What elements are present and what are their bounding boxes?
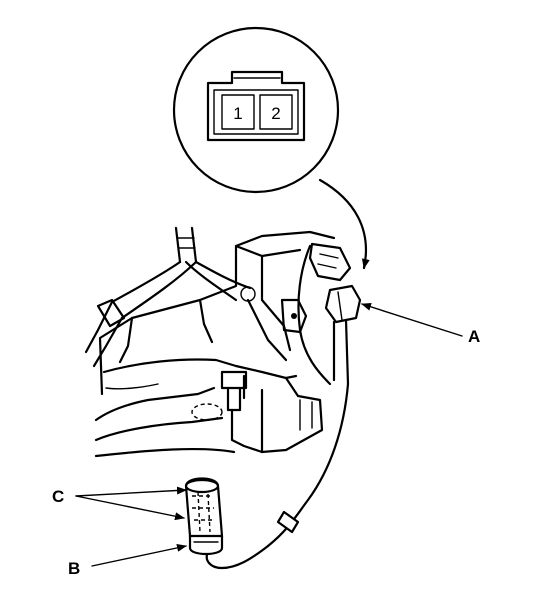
inset-circle <box>172 26 340 194</box>
sensor-cup <box>184 477 224 556</box>
callout-leaders <box>75 302 463 567</box>
pin-1-label: 1 <box>233 104 242 123</box>
pin-2-cavity <box>259 94 293 130</box>
sensor-connector-assembly <box>280 242 362 386</box>
leader-c-lower <box>75 495 185 521</box>
leader-c-upper <box>75 486 187 497</box>
leader-b <box>91 543 187 567</box>
connector-inset: 1 2 <box>172 26 340 194</box>
pin-1-cavity <box>221 94 255 130</box>
heater-unit-housing <box>94 230 336 458</box>
sensor-lead-wire <box>205 382 350 570</box>
wire-harness <box>84 226 288 368</box>
connector-face: 1 2 <box>206 70 306 142</box>
callout-label-a: A <box>468 327 480 346</box>
leader-a <box>361 302 463 337</box>
callout-label-b: B <box>68 559 80 578</box>
inset-pointer-arrow <box>318 178 370 270</box>
callout-label-c: C <box>52 487 64 506</box>
pin-2-label: 2 <box>271 104 280 123</box>
